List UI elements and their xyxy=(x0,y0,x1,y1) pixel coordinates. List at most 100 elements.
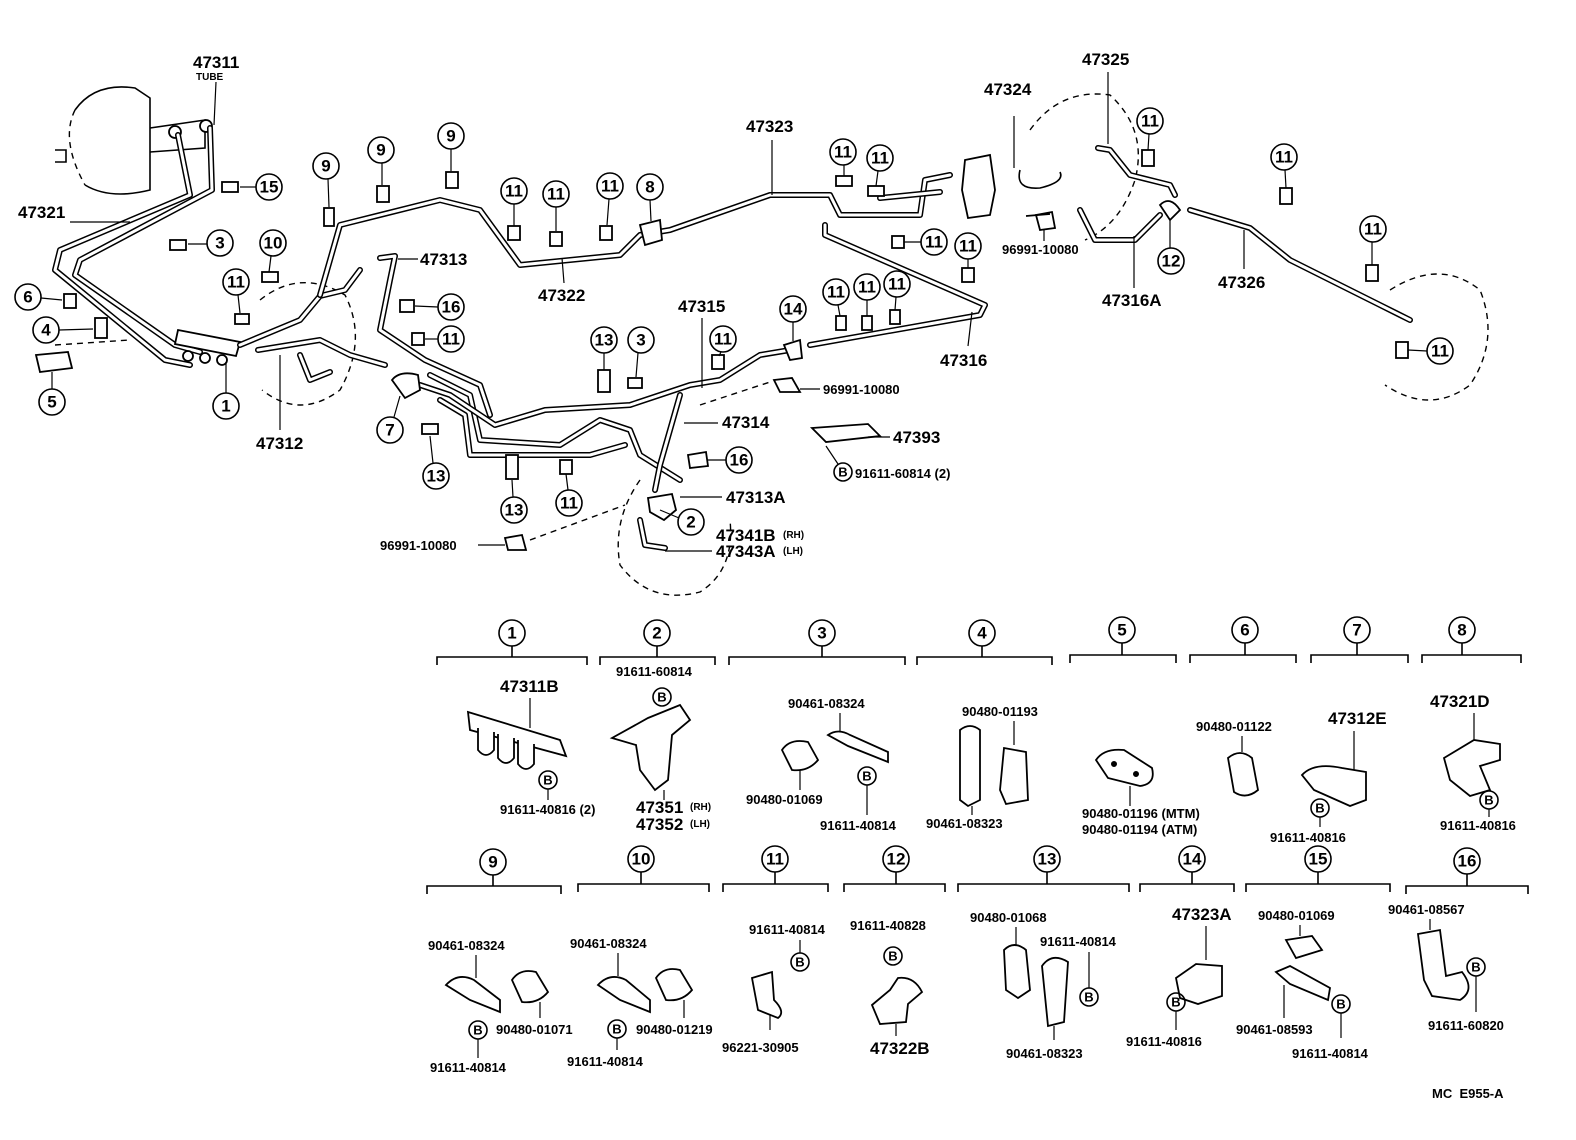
callout-1: 1 xyxy=(212,362,240,420)
svg-text:11: 11 xyxy=(834,143,852,162)
tube-47326-label: 47326 xyxy=(1218,273,1265,292)
detail-10-grommet: 90480-01219 xyxy=(636,1022,713,1037)
detail-4-grommet: 90480-01193 xyxy=(962,704,1038,719)
clip-96991-b-label: 96991-10080 xyxy=(1002,242,1079,257)
detail-header-13: 13 xyxy=(957,845,1130,892)
svg-text:11: 11 xyxy=(227,273,245,292)
detail-8: 47321D B 91611-40816 xyxy=(1430,692,1516,833)
rear-right-assembly xyxy=(961,93,1489,401)
detail-header-3: 3 xyxy=(728,619,906,665)
svg-text:B: B xyxy=(612,1022,621,1037)
tube-47323-label: 47323 xyxy=(746,117,793,136)
svg-text:1: 1 xyxy=(221,397,230,416)
main-assembly: 47311 TUBE 47321 47312 47313 47322 47323… xyxy=(14,50,1489,596)
callout-8: 8 xyxy=(636,173,664,222)
detail-2-bolt: 91611-60814 xyxy=(616,664,693,679)
svg-text:11: 11 xyxy=(871,149,889,168)
tube-47325-label: 47325 xyxy=(1082,50,1129,69)
svg-text:12: 12 xyxy=(1162,252,1181,271)
svg-text:2: 2 xyxy=(652,624,661,643)
svg-text:11: 11 xyxy=(959,237,977,256)
svg-text:14: 14 xyxy=(1183,850,1202,869)
hose-47343a-side: (LH) xyxy=(783,546,803,557)
detail-header-14: 14 xyxy=(1139,845,1235,892)
detail-header-2: 2 xyxy=(599,619,716,665)
detail-12: 91611-40828 B 47322B xyxy=(850,918,930,1058)
svg-text:15: 15 xyxy=(260,178,279,197)
svg-text:7: 7 xyxy=(1352,621,1361,640)
detail-16: 90461-08567 B 91611-60820 xyxy=(1388,902,1504,1033)
hose-47341b-side: (RH) xyxy=(783,530,804,541)
svg-text:B: B xyxy=(1484,793,1493,808)
detail-13-clamp: 90461-08323 xyxy=(1006,1046,1083,1061)
detail-2-lh: (LH) xyxy=(690,819,710,830)
detail-3: 90461-08324 90480-01069 B 91611-40814 xyxy=(746,696,897,833)
callout-2: 2 xyxy=(659,508,705,536)
bracket-47393-label: 47393 xyxy=(893,428,940,447)
svg-text:16: 16 xyxy=(442,298,461,317)
callout-11e: 11 xyxy=(425,325,465,353)
detail-header-15: 15 xyxy=(1245,845,1391,892)
tube-word-label: TUBE xyxy=(196,72,224,83)
clip-96991-a-label: 96991-10080 xyxy=(823,382,900,397)
svg-text:3: 3 xyxy=(817,624,826,643)
svg-text:B: B xyxy=(795,955,804,970)
svg-text:B: B xyxy=(1471,960,1480,975)
callout-9c: 9 xyxy=(437,122,465,171)
clip-shapes xyxy=(34,149,1409,551)
callout-11f: 11 xyxy=(555,473,583,517)
tubes-center xyxy=(417,347,793,493)
tube-47314-label: 47314 xyxy=(722,413,770,432)
callout-11g: 11 xyxy=(709,325,737,357)
svg-text:11: 11 xyxy=(547,185,565,204)
detail-6-grommet: 90480-01122 xyxy=(1196,719,1272,734)
callout-12: 12 xyxy=(1157,220,1185,275)
tube-47316-label: 47316 xyxy=(940,351,987,370)
tube-47322-label: 47322 xyxy=(538,286,585,305)
detail-12-name: 47322B xyxy=(870,1039,930,1058)
svg-text:5: 5 xyxy=(47,393,56,412)
detail-5: 90480-01196 (MTM) 90480-01194 (ATM) xyxy=(1082,748,1200,837)
svg-text:3: 3 xyxy=(215,234,224,253)
detail-14-bolt: 91611-40816 xyxy=(1126,1034,1202,1049)
svg-text:B: B xyxy=(888,949,897,964)
detail-header-8: 8 xyxy=(1421,616,1522,663)
detail-header-11: 11 xyxy=(722,845,829,892)
svg-text:10: 10 xyxy=(632,850,651,869)
detail-11: 91611-40814 B 96221-30905 xyxy=(722,922,826,1055)
detail-15: 90480-01069 90461-08593 B 91611-40814 xyxy=(1236,908,1369,1061)
tube-47313a-label: 47313A xyxy=(726,488,786,507)
svg-text:10: 10 xyxy=(264,234,283,253)
detail-8-bolt: 91611-40816 xyxy=(1440,818,1516,833)
callout-11a: 11 xyxy=(222,268,250,314)
svg-text:16: 16 xyxy=(1458,852,1477,871)
detail-3-grommet: 90480-01069 xyxy=(746,792,823,807)
detail-2-rh: (RH) xyxy=(690,802,711,813)
detail-header-4: 4 xyxy=(916,619,1053,665)
svg-text:11: 11 xyxy=(888,275,906,294)
detail-2-name-lh: 47352 xyxy=(636,815,683,834)
detail-7-bolt: 91611-40816 xyxy=(1270,830,1346,845)
callout-4: 4 xyxy=(32,316,94,344)
svg-text:6: 6 xyxy=(1240,621,1249,640)
detail-grid: 1 2 3 4 5 6 7 8 9 10 11 12 13 14 15 16 4… xyxy=(426,616,1529,1101)
tube-47315-label: 47315 xyxy=(678,297,725,316)
detail-3-clamp: 90461-08324 xyxy=(788,696,865,711)
hose-47343a-label: 47343A xyxy=(716,542,776,561)
detail-13-bolt: 91611-40814 xyxy=(1040,934,1117,949)
detail-header-5: 5 xyxy=(1069,616,1177,663)
detail-10: 90461-08324 90480-01219 B 91611-40814 xyxy=(567,936,713,1069)
callout-16a: 16 xyxy=(414,293,465,321)
svg-text:B: B xyxy=(862,769,871,784)
detail-4-clamp: 90461-08323 xyxy=(926,816,1003,831)
detail-header-16: 16 xyxy=(1405,847,1529,894)
svg-text:11: 11 xyxy=(766,850,784,869)
svg-text:11: 11 xyxy=(925,233,943,252)
svg-text:B: B xyxy=(657,690,666,705)
tube-47324-label: 47324 xyxy=(984,80,1032,99)
detail-header-6: 6 xyxy=(1189,616,1297,663)
svg-text:11: 11 xyxy=(1431,342,1449,361)
callout-11j: 11 xyxy=(904,228,948,256)
bolt-b-47393: B xyxy=(825,445,853,482)
detail-8-name: 47321D xyxy=(1430,692,1490,711)
